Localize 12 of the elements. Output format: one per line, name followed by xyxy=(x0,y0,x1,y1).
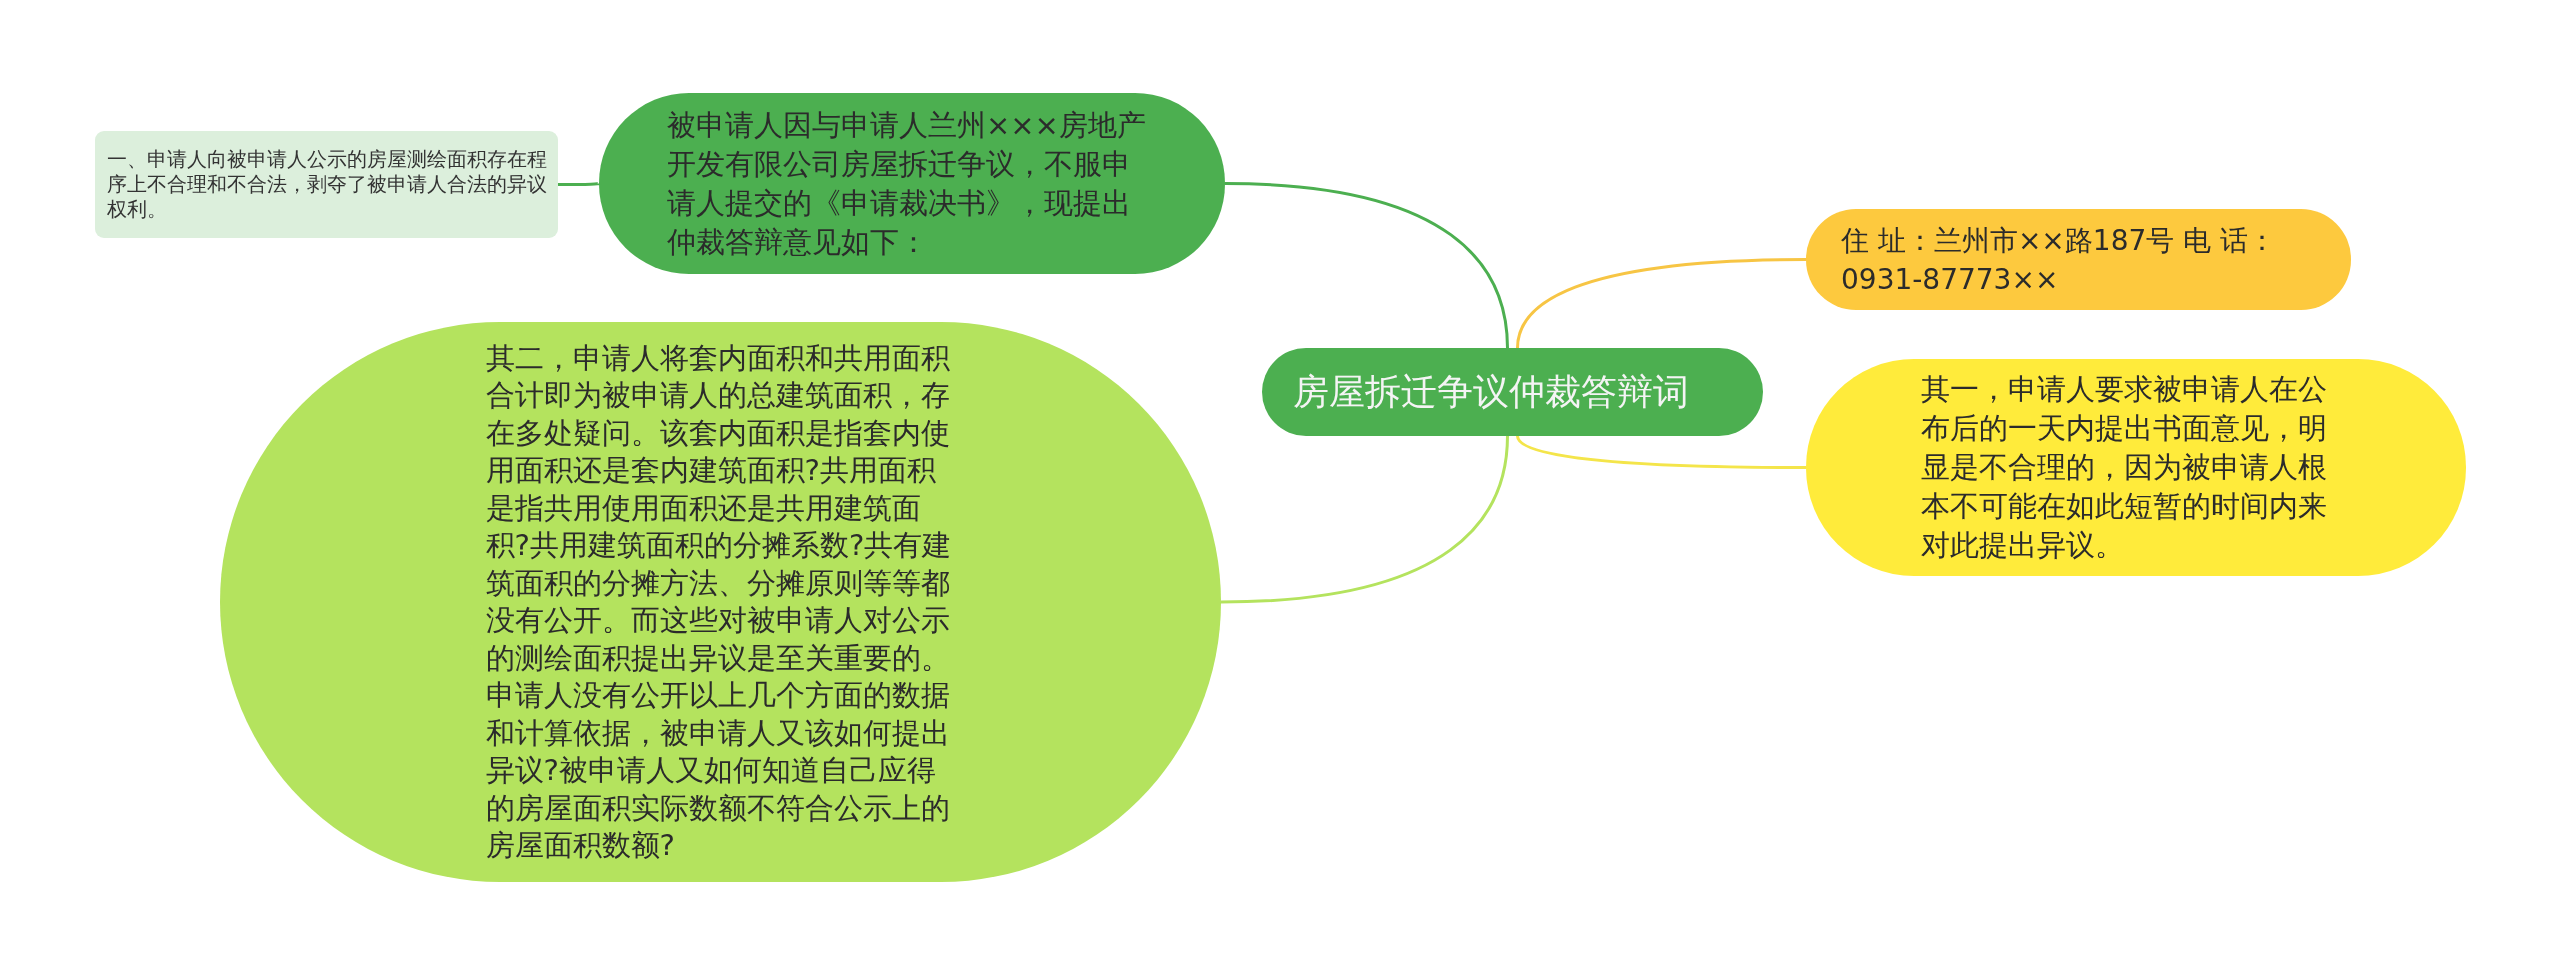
connector-line xyxy=(1220,435,1509,604)
topic-text: 一、申请人向被申请人公示的房屋测绘面积存在程序上不合理和不合法，剥夺了被申请人合法的异议权利。 xyxy=(106,147,547,222)
connector-line xyxy=(1516,258,1807,349)
central-topic-text: 房屋拆迁争议仲裁答辩词 xyxy=(1292,370,1690,414)
connector-line xyxy=(1516,435,1806,469)
topic-text: 其一，申请人要求被申请人在公布后的一天内提出书面意见，明显是不合理的，因为被申请人根本不可能在如此短暂的时间内来对此提出异议。 xyxy=(1921,371,2328,564)
topic-text: 其二，申请人将套内面积和共用面积合计即为被申请人的总建筑面积，存在多处疑问。该套内面积是指套内使用面积还是套内建筑面积?共用面积是指共用使用面积还是共用建筑面积?共用建筑面积的分摊系数?共有建筑面积的分摊方法、分摊原则等等都没有公开。而这些对被申请人对公示的测绘面积提出异议是至关重要的。申请人没有公开以上几个方面的数据和计算依据，被申请人又该如何提出异议?被申请人又如何知道自己应得的房屋面积实际数额不符合公示上的房屋面积数额? xyxy=(485,339,953,864)
topic-text: 被申请人因与申请人兰州×××房地产开发有限公司房屋拆迁争议，不服申请人提交的《申请裁决书》，现提出仲裁答辩意见如下： xyxy=(667,106,1147,261)
topic-text: 住 址：兰州市××路187号 电 话：0931-87773×× xyxy=(1841,222,2278,298)
note-box xyxy=(95,131,558,238)
connector-line xyxy=(1224,182,1509,349)
connector-line xyxy=(558,182,600,186)
